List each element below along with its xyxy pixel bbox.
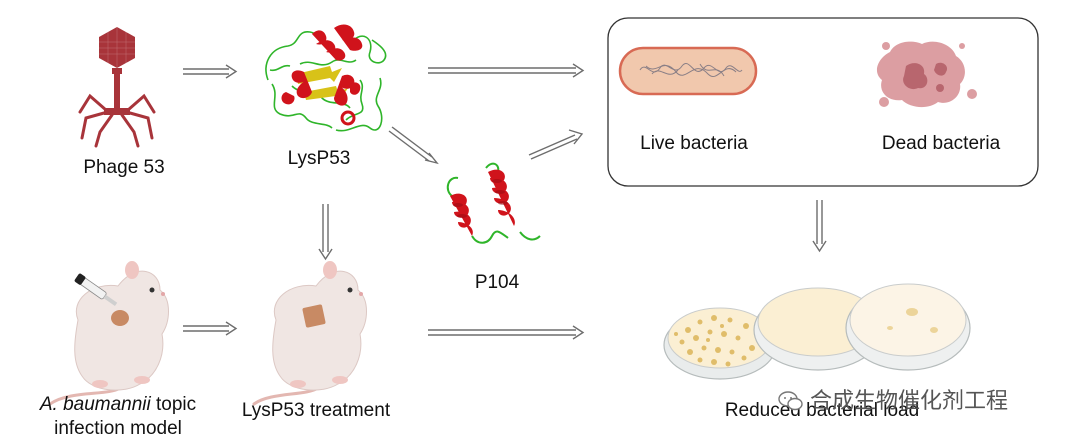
phage-icon (78, 27, 156, 148)
arrow-peptide-to-box (528, 129, 584, 160)
petri-dish-dense (663, 307, 777, 380)
lysp53-protein-icon (265, 24, 387, 132)
label-infection-model-line1: A. baumannii topic (40, 394, 196, 416)
arrows (183, 63, 847, 340)
label-outcome: Reduced bacterial load (724, 400, 920, 421)
arrow-phage-to-lysin (183, 64, 238, 79)
label-species: A. baumannii (39, 394, 151, 415)
label-lysin: LysP53 (287, 148, 351, 169)
label-treatment: LysP53 treatment (241, 400, 391, 421)
mouse-treated-icon (252, 261, 367, 406)
petri-dish-sparse (845, 283, 971, 371)
bacteria-box (607, 17, 1039, 187)
live-bacteria-icon (618, 46, 758, 96)
arrow-lysin-to-peptide (388, 126, 439, 165)
p104-peptide-icon (446, 162, 541, 244)
label-phage: Phage 53 (83, 157, 165, 178)
label-live-bacteria: Live bacteria (640, 133, 748, 154)
arrow-box-down (812, 200, 827, 253)
label-infection-model-line2: infection model (54, 418, 182, 439)
mouse-infected-icon (48, 261, 169, 406)
label-peptide: P104 (474, 272, 520, 293)
arrow-model-to-treatment (183, 321, 238, 336)
petri-dishes-icon (663, 283, 971, 380)
arrow-treatment-to-outcome (428, 325, 585, 340)
wechat-icon (778, 391, 803, 411)
dead-bacteria-icon (876, 41, 977, 108)
watermark: 合成生物催化剂工程 (778, 383, 1008, 415)
label-topic: topic (150, 394, 197, 415)
arrow-lysin-down (318, 204, 333, 261)
watermark-text: 合成生物催化剂工程 (810, 389, 1009, 414)
label-dead-bacteria: Dead bacteria (881, 133, 1001, 154)
arrow-lysin-to-box (428, 63, 585, 78)
